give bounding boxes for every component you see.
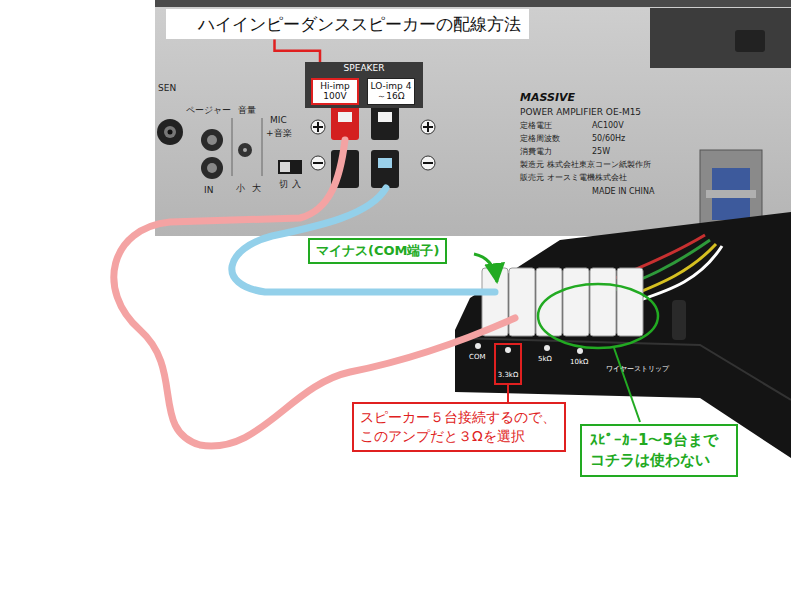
jack-label-text: +音楽: [266, 129, 292, 139]
jack-label-text: ページャー: [186, 106, 231, 116]
strip-guide-label-text: ワイヤーストリップ: [606, 366, 669, 374]
brand-name: MASSIVE: [520, 92, 575, 104]
spec-key: 定格周波数: [520, 135, 560, 144]
terminal-highlight-text: 3.3kΩ: [496, 372, 520, 379]
power-socket: [735, 30, 765, 52]
jack-label: MIC: [270, 116, 287, 126]
terminal-label: 10kΩ: [570, 359, 588, 367]
speaker-panel-text: SPEAKER: [307, 64, 421, 74]
spec-value-text: 25W: [592, 148, 610, 157]
seller-text-text: 販売元 オースミ電機株式会社: [520, 174, 627, 183]
speaker-box-edge: [455, 338, 791, 400]
terminal-label-text: 5kΩ: [538, 356, 552, 364]
green-callout-text: ｽﾋﾟｰｶｰ1～5台まで コチラは使わない: [590, 430, 728, 471]
spec-key-text: 定格周波数: [520, 135, 560, 144]
seller-text: 販売元 オースミ電機株式会社: [520, 174, 627, 183]
volume-label-text: 大: [252, 184, 261, 194]
lo-imp-label: LO-imp 4～16Ω: [367, 78, 415, 105]
spec-key-text: 消費電力: [520, 148, 552, 157]
jack-label-text: SEN: [158, 84, 176, 94]
spec-value: AC100V: [592, 122, 624, 131]
switch-label-text: 切: [279, 180, 288, 190]
lo-imp-label-text: LO-imp 4～16Ω: [369, 81, 413, 102]
terminal-label: COM: [469, 354, 485, 362]
spec-value-text: 50/60Hz: [592, 135, 625, 144]
spec-key-text: 定格電圧: [520, 122, 552, 131]
blue-wire: [232, 188, 495, 292]
switch-label-text: 入: [292, 180, 301, 190]
maker-text: 製造元 株式会社東京コーン紙製作所: [520, 161, 651, 170]
spec-value: 50/60Hz: [592, 135, 625, 144]
jack-label-text: IN: [204, 186, 213, 196]
jack-label: +音楽: [266, 129, 292, 139]
jack-label: SEN: [158, 84, 176, 94]
terminal-label-text: 10kΩ: [570, 359, 588, 367]
jack-label-text: 音量: [238, 106, 256, 116]
terminal-label-text: COM: [469, 354, 485, 362]
red-callout: スピーカー５台接続するので、 このアンプだと３Ωを選択: [352, 402, 566, 452]
volume-label: 大: [252, 184, 261, 194]
origin-text-text: MADE IN CHINA: [592, 188, 654, 197]
jack-label: 音量: [238, 106, 256, 116]
strip-guide-label: ワイヤーストリップ: [606, 366, 669, 374]
origin-text: MADE IN CHINA: [592, 188, 654, 197]
title-bar-text: ハイインピーダンススピーカーの配線方法: [198, 14, 521, 34]
hi-imp-label-text: Hi-imp 100V: [314, 81, 356, 102]
title-bar: ハイインピーダンススピーカーの配線方法: [166, 9, 529, 39]
model-name: POWER AMPLIFIER OE-M15: [520, 108, 641, 118]
speaker-panel: SPEAKER Hi-imp 100V LO-imp 4～16Ω: [305, 62, 423, 108]
terminal-highlight: 3.3kΩ: [494, 343, 522, 385]
pink-wire: [114, 140, 515, 446]
volume-label-text: 小: [236, 184, 245, 194]
spec-value-text: AC100V: [592, 122, 624, 131]
spec-value: 25W: [592, 148, 610, 157]
power-socket-area: [650, 8, 791, 68]
mount-post: [672, 300, 686, 340]
com-callout: マイナス(COM端子): [308, 238, 447, 264]
green-circle-mark: [538, 284, 658, 348]
green-leader-line: [614, 348, 640, 422]
jack-label: ページャー: [186, 106, 231, 116]
terminal-block: [482, 268, 643, 336]
hi-imp-label: Hi-imp 100V: [311, 78, 359, 105]
jack-label-text: MIC: [270, 116, 287, 126]
green-pointer-arrow: [474, 254, 497, 282]
com-callout-text: マイナス(COM端子): [316, 243, 439, 259]
red-callout-text: スピーカー５台接続するので、 このアンプだと３Ωを選択: [360, 408, 558, 446]
volume-label: 小: [236, 184, 245, 194]
spec-key: 消費電力: [520, 148, 552, 157]
connector-line: [507, 385, 509, 402]
green-callout: ｽﾋﾟｰｶｰ1～5台まで コチラは使わない: [580, 424, 738, 477]
maker-text-text: 製造元 株式会社東京コーン紙製作所: [520, 161, 651, 170]
amp-panel: [155, 0, 791, 236]
speaker-terminals: [311, 104, 435, 188]
switch-label: 切: [279, 180, 288, 190]
spec-key: 定格電圧: [520, 122, 552, 131]
jack-label: IN: [204, 186, 213, 196]
amp-top-edge: [155, 0, 791, 7]
input-jacks: [157, 118, 302, 179]
terminal-label: 5kΩ: [538, 356, 552, 364]
switch-label: 入: [292, 180, 301, 190]
model-name-text: POWER AMPLIFIER OE-M15: [520, 108, 641, 118]
brand-name-text: MASSIVE: [520, 92, 575, 104]
